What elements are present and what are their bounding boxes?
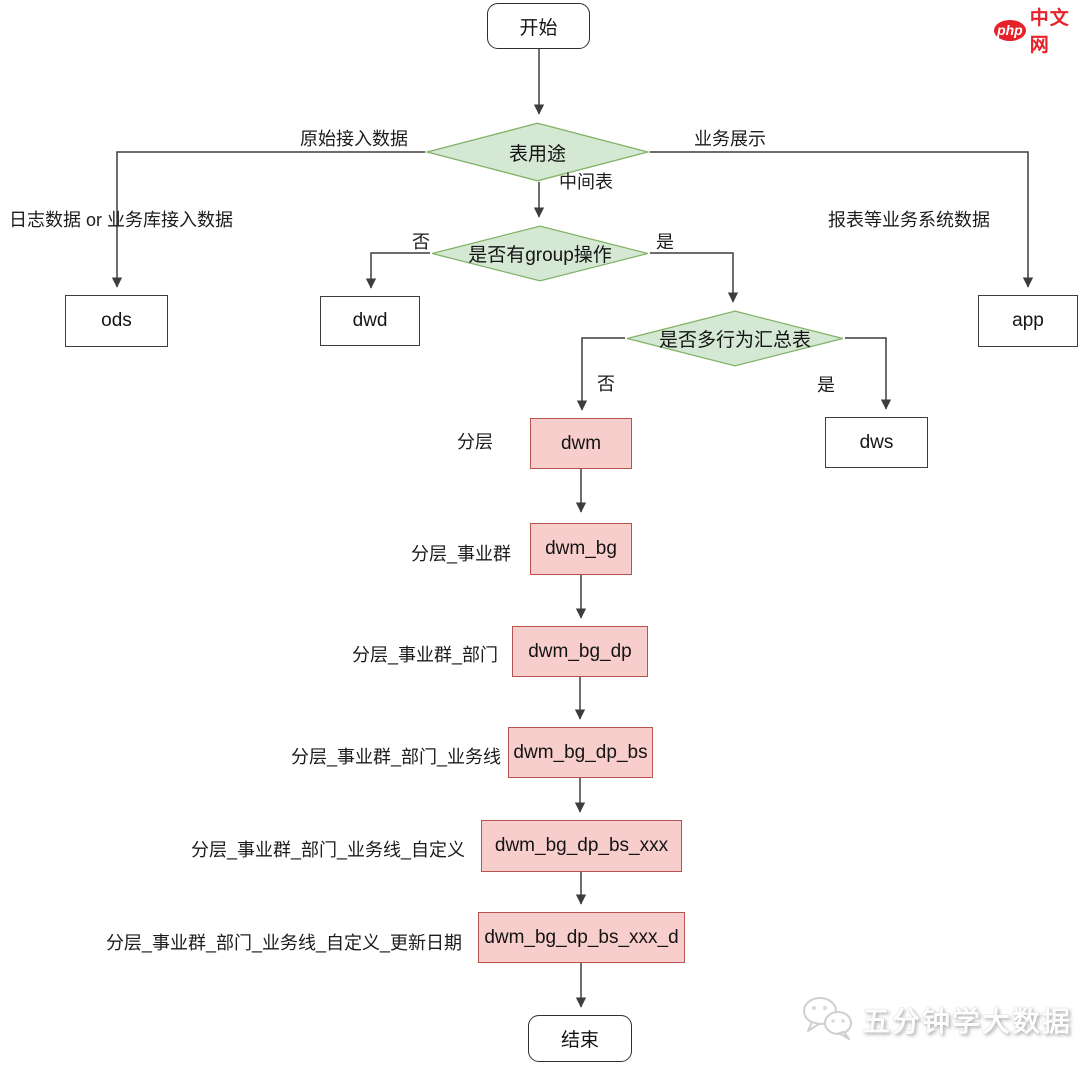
layer-label-2: 分层_事业群 [410, 544, 511, 564]
node-end-label: 结束 [560, 1030, 599, 1051]
node-app: app [978, 295, 1078, 347]
node-dwm-bg-dp: dwm_bg_dp [512, 626, 648, 677]
watermark-text: 五分钟学大数据 [862, 1006, 1073, 1037]
node-dwm-bg: dwm_bg [530, 523, 632, 575]
decision-multi-behavior: 是否多行为汇总表 [625, 310, 845, 367]
layer-label-5: 分层_事业群_部门_业务线_自定义 [190, 840, 465, 860]
decision-table-usage-label: 表用途 [508, 143, 566, 165]
node-ods: ods [65, 295, 168, 347]
decision-group-op: 是否有group操作 [430, 225, 650, 282]
site-logo-text: 中文网 [1029, 8, 1070, 56]
diamond-shape [430, 225, 650, 282]
node-ods-label: ods [101, 310, 132, 331]
node-dwm-bg-dp-bs-xxx-d-label: dwm_bg_dp_bs_xxx_d [484, 926, 679, 948]
node-dwm-bg-dp-label: dwm_bg_dp [528, 640, 632, 662]
diamond-shape [625, 310, 845, 367]
decision-table-usage: 表用途 [425, 122, 650, 182]
node-dwm-bg-dp-bs-label: dwm_bg_dp_bs [513, 741, 648, 763]
layer-label-3: 分层_事业群_部门 [351, 645, 498, 665]
note-ods: 日志数据 or 业务库接入数据 [9, 210, 234, 230]
node-dwm: dwm [530, 418, 632, 469]
edge-label-raw-data: 原始接入数据 [300, 129, 408, 149]
edge-label-multi-yes: 是 [817, 375, 835, 395]
node-dwd-label: dwd [352, 310, 388, 331]
node-dwm-bg-dp-bs: dwm_bg_dp_bs [508, 727, 653, 778]
node-dwm-bg-dp-bs-xxx: dwm_bg_dp_bs_xxx [481, 820, 682, 872]
edge-label-group-yes: 是 [656, 232, 674, 252]
node-start-label: 开始 [519, 17, 558, 39]
layer-label-6: 分层_事业群_部门_业务线_自定义_更新日期 [105, 933, 462, 953]
decision-group-op-label: 是否有group操作 [468, 245, 612, 266]
node-dwm-bg-dp-bs-xxx-d: dwm_bg_dp_bs_xxx_d [478, 912, 685, 963]
note-app: 报表等业务系统数据 [828, 210, 990, 230]
node-dwm-bg-dp-bs-xxx-label: dwm_bg_dp_bs_xxx [494, 835, 669, 856]
node-dwd: dwd [320, 296, 420, 346]
diamond-shape [425, 122, 650, 182]
node-dwm-label: dwm [560, 432, 602, 454]
node-end: 结束 [528, 1015, 632, 1062]
node-dws: dws [825, 417, 928, 468]
edge-label-multi-no: 否 [597, 374, 615, 394]
site-logo: php 中文网 [994, 3, 1080, 57]
node-dws-label: dws [859, 431, 894, 453]
edge-label-intermediate: 中间表 [559, 172, 613, 192]
watermark: 五分钟学大数据 [800, 995, 1072, 1041]
layer-label-1: 分层 [457, 432, 493, 452]
edge-label-business-display: 业务展示 [694, 129, 766, 149]
node-start: 开始 [487, 3, 590, 49]
wechat-icon [803, 997, 852, 1040]
node-app-label: app [1012, 310, 1044, 331]
edge-label-group-no: 否 [412, 232, 430, 252]
node-dwm-bg-label: dwm_bg [545, 538, 617, 559]
php-logo-icon: php [994, 19, 1026, 41]
decision-multi-behavior-label: 是否多行为汇总表 [658, 330, 811, 351]
layer-label-4: 分层_事业群_部门_业务线 [290, 747, 501, 767]
